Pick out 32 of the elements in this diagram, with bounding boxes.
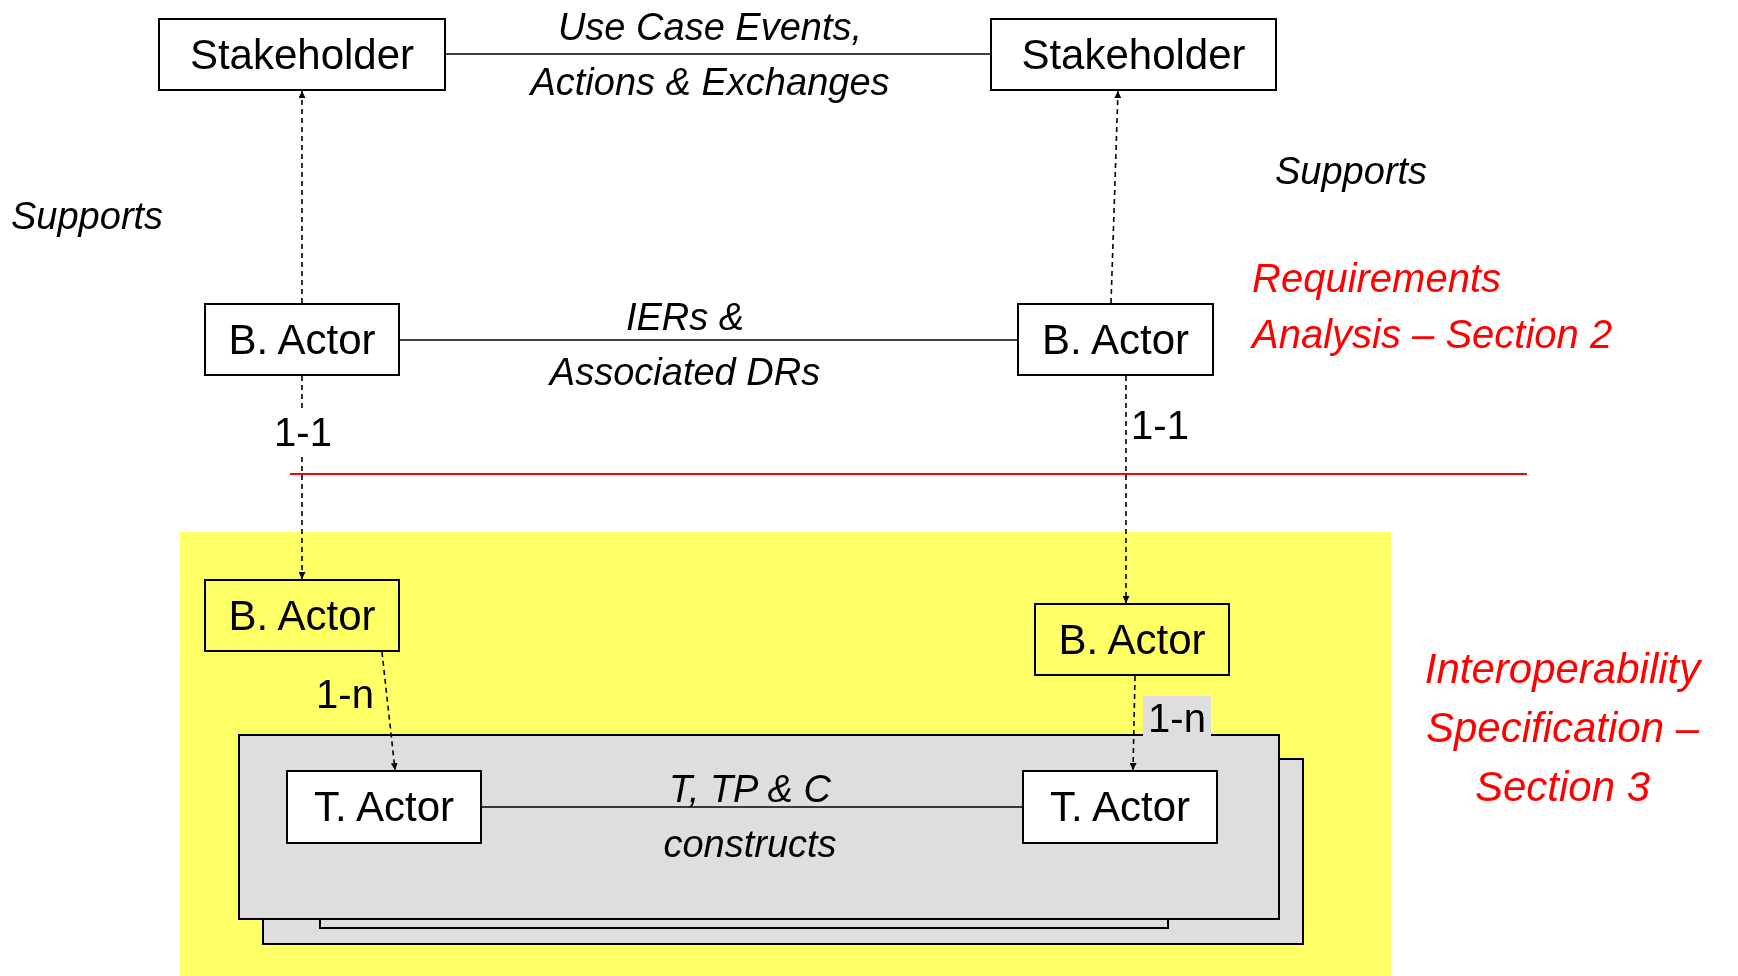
actor-box xyxy=(204,303,400,376)
connector-line xyxy=(481,806,1023,808)
actor-box xyxy=(1017,303,1214,376)
annotation-text: Supports xyxy=(11,194,165,239)
connector-line xyxy=(445,53,991,55)
actor-box xyxy=(204,579,400,652)
section-label: Interoperability Specification – Section 3 xyxy=(1423,644,1703,812)
edge-label: IERs & Associated DRs xyxy=(547,295,822,396)
connector-line xyxy=(399,339,1018,341)
dashed-arrow xyxy=(1110,90,1122,304)
dashed-arrow xyxy=(381,651,398,771)
actor-box xyxy=(1022,770,1218,844)
actor-name: T. Actor xyxy=(1049,786,1191,828)
dashed-arrow xyxy=(1122,375,1130,604)
actor-box xyxy=(1034,603,1230,676)
highlight-region xyxy=(180,532,1391,976)
actor-box xyxy=(286,770,482,844)
annotation-text: Supports xyxy=(1275,149,1429,194)
dashed-arrow xyxy=(1129,675,1137,771)
actor-name: Stakeholder xyxy=(1021,33,1246,76)
actor-name: B. Actor xyxy=(228,594,376,637)
actor-name: T. Actor xyxy=(313,786,455,828)
section-label: Requirements Analysis – Section 2 xyxy=(1252,255,1614,358)
edge-label: Use Case Events, Actions & Exchanges xyxy=(530,5,890,106)
actor-name: Stakeholder xyxy=(189,33,415,76)
actor-name: B. Actor xyxy=(1058,618,1206,661)
edge-label: T, TP & C constructs xyxy=(662,767,838,868)
actor-box xyxy=(158,18,446,91)
actor-name: B. Actor xyxy=(1041,318,1190,361)
dashed-arrow xyxy=(298,90,306,304)
actor-name: B. Actor xyxy=(228,318,376,361)
actor-box xyxy=(990,18,1277,91)
